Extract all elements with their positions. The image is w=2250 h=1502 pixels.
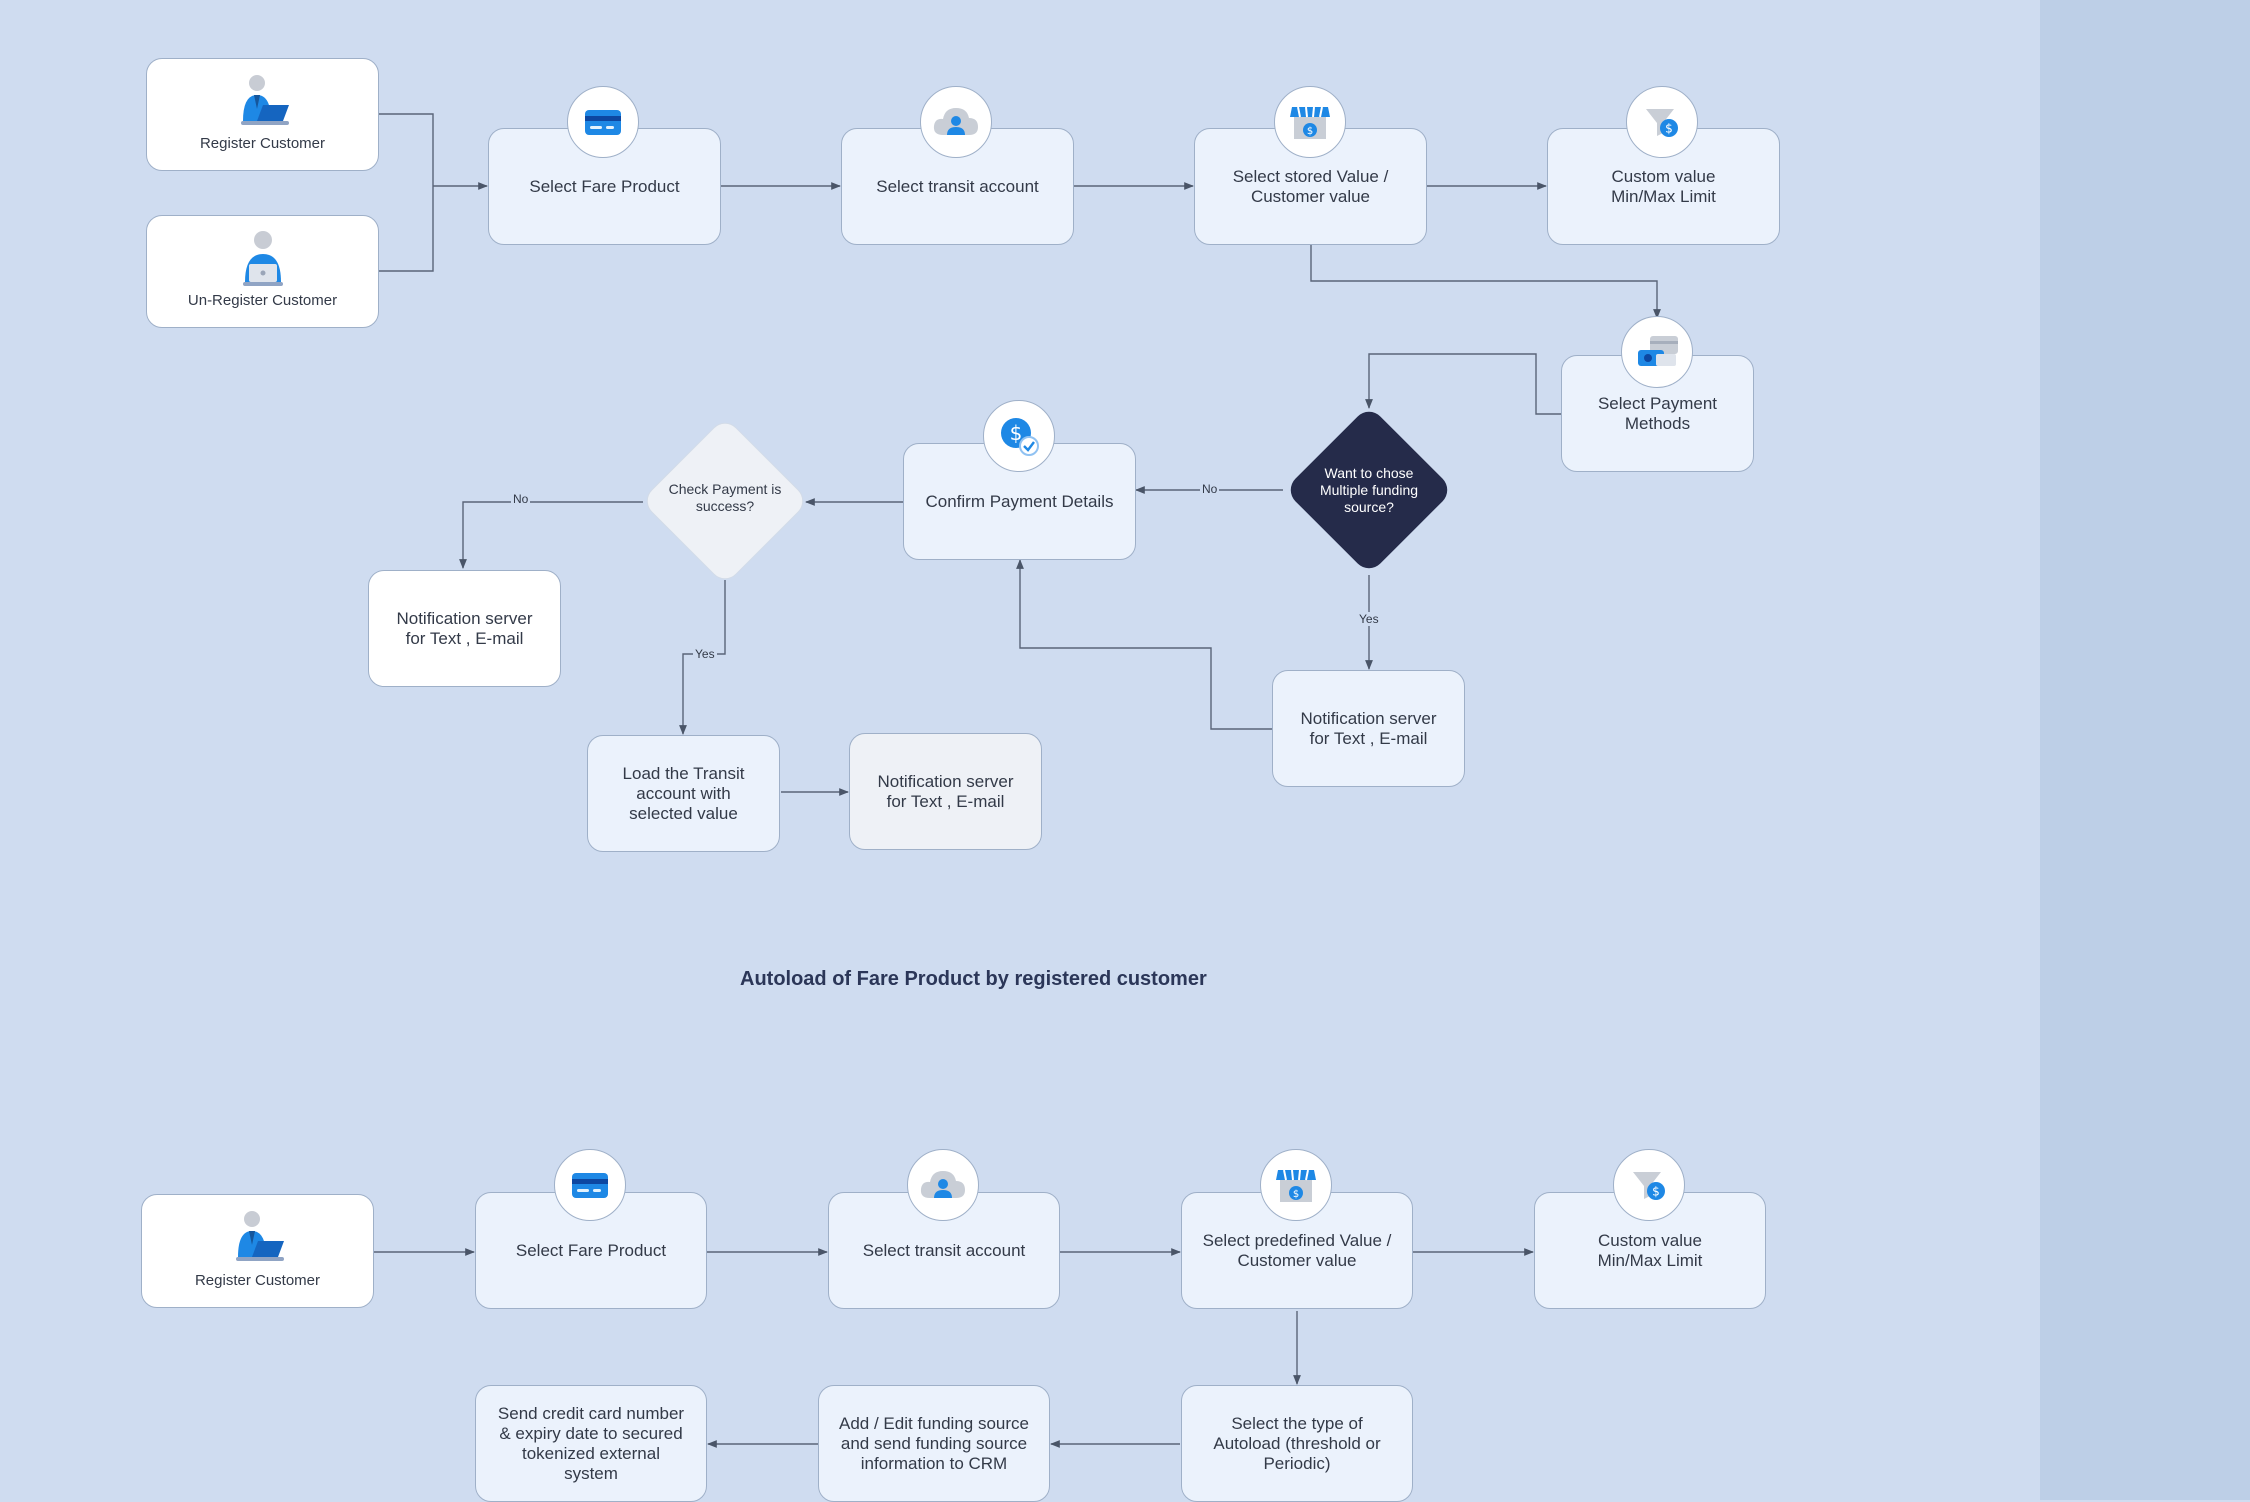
edge-register-merge	[379, 113, 434, 186]
unregister-customer-label: Un-Register Customer	[187, 292, 338, 309]
select-autoload-type-label: Select the type of Autoload (threshold o…	[1213, 1413, 1381, 1473]
funnel-dollar-icon: $	[1646, 109, 1678, 137]
edge-stored-payment	[1310, 245, 1661, 319]
fare-product-badge	[567, 86, 639, 158]
svg-text:$: $	[1010, 421, 1023, 445]
edge-label-yes-decision: Yes	[1357, 612, 1381, 626]
notification-bottom-label: Notification server for Text , E-mail	[877, 771, 1014, 811]
svg-text:$: $	[1652, 1185, 1660, 1199]
add-edit-funding-node[interactable]: Add / Edit funding source and send fundi…	[818, 1385, 1050, 1502]
person-laptop-icon	[242, 231, 283, 286]
custom-value-label: Custom value Min/Max Limit	[1611, 166, 1716, 206]
confirm-payment-details-label: Confirm Payment Details	[925, 491, 1114, 511]
select-stored-value-label: Select stored Value / Customer value	[1232, 166, 1389, 206]
add-edit-funding-label: Add / Edit funding source and send fundi…	[839, 1413, 1029, 1473]
svg-text:$: $	[1665, 122, 1673, 136]
cloud-user-icon	[920, 1171, 965, 1198]
store-dollar-icon: $	[1276, 1169, 1316, 1202]
select-fare-product-2-label: Select Fare Product	[515, 1240, 667, 1260]
transit-account-badge	[920, 86, 992, 158]
payment-methods-badge	[1621, 316, 1693, 388]
edge-notification-confirm	[1016, 559, 1272, 730]
person-laptop-icon	[240, 75, 289, 125]
custom-value-badge: $	[1626, 86, 1698, 158]
load-transit-label: Load the Transit account with selected v…	[622, 763, 745, 823]
select-autoload-type-node[interactable]: Select the type of Autoload (threshold o…	[1181, 1385, 1413, 1502]
funnel-dollar-icon: $	[1633, 1172, 1665, 1200]
section-title: Autoload of Fare Product by registered c…	[740, 968, 1207, 990]
custom-value-2-label: Custom value Min/Max Limit	[1597, 1230, 1703, 1270]
cloud-user-icon	[933, 108, 978, 135]
register-customer-2-node[interactable]: Register Customer	[141, 1194, 374, 1308]
register-customer-node[interactable]: Register Customer	[146, 58, 379, 171]
notification-right-node[interactable]: Notification server for Text , E-mail	[1272, 670, 1465, 787]
credit-card-icon	[585, 110, 621, 135]
select-fare-product-node[interactable]: Select Fare Product	[488, 128, 721, 245]
load-transit-node[interactable]: Load the Transit account with selected v…	[587, 735, 780, 852]
select-predefined-value-label: Select predefined Value / Customer value	[1202, 1230, 1392, 1270]
select-payment-methods-label: Select Payment Methods	[1597, 393, 1718, 433]
confirm-payment-badge: $	[983, 400, 1055, 472]
check-payment-decision-label: Check Payment is success?	[668, 481, 782, 514]
select-transit-account-label: Select transit account	[876, 176, 1039, 196]
credit-card-icon	[572, 1173, 608, 1198]
send-credit-card-label: Send credit card number & expiry date to…	[497, 1403, 685, 1483]
notification-bottom-node[interactable]: Notification server for Text , E-mail	[849, 733, 1042, 850]
unregister-customer-node[interactable]: Un-Register Customer	[146, 215, 379, 328]
edge-unregister-merge	[379, 186, 434, 272]
send-credit-card-node[interactable]: Send credit card number & expiry date to…	[475, 1385, 707, 1502]
notification-right-label: Notification server for Text , E-mail	[1300, 708, 1437, 748]
custom-value-2-badge: $	[1613, 1149, 1685, 1221]
register-customer-2-label: Register Customer	[194, 1272, 321, 1289]
notification-left-node[interactable]: Notification server for Text , E-mail	[368, 570, 561, 687]
person-laptop-icon	[235, 1211, 284, 1261]
transit-account-2-badge	[907, 1149, 979, 1221]
select-transit-account-2-label: Select transit account	[862, 1240, 1026, 1260]
cards-icon	[1638, 336, 1678, 366]
multiple-funding-decision-label: Want to chose Multiple funding source?	[1319, 464, 1419, 515]
fare-product-2-badge	[554, 1149, 626, 1221]
predefined-value-badge: $	[1260, 1149, 1332, 1221]
edge-check-notification-no	[459, 501, 643, 569]
svg-text:$: $	[1293, 1189, 1299, 1200]
edge-label-no-check: No	[511, 492, 531, 506]
edge-payment-decision	[1365, 353, 1561, 415]
store-dollar-icon: $	[1290, 106, 1330, 139]
edge-label-no-decision: No	[1200, 482, 1220, 496]
dollar-check-icon: $	[1001, 418, 1039, 456]
select-fare-product-label: Select Fare Product	[529, 176, 680, 196]
register-customer-label: Register Customer	[199, 135, 326, 152]
edge-label-yes-check: Yes	[693, 647, 717, 661]
side-panel	[2040, 0, 2250, 1500]
svg-text:$: $	[1307, 126, 1313, 137]
stored-value-badge: $	[1274, 86, 1346, 158]
notification-left-label: Notification server for Text , E-mail	[396, 608, 533, 648]
